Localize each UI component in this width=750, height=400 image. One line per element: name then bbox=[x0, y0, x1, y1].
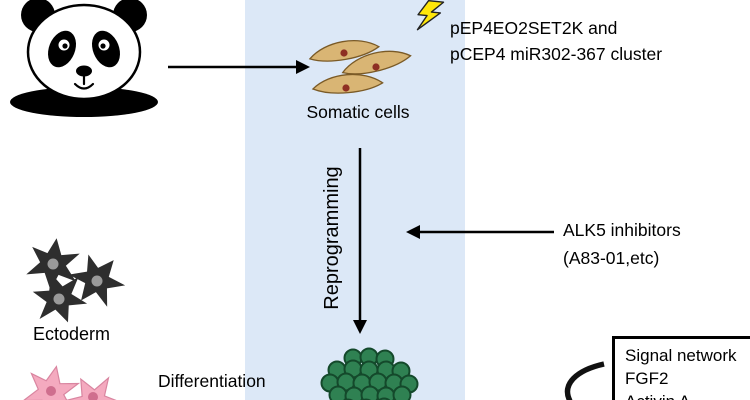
ipsc-colony-icon bbox=[320, 347, 419, 400]
alk5-label-line1: ALK5 inhibitors bbox=[563, 220, 681, 240]
differentiation-label: Differentiation bbox=[158, 371, 266, 391]
curved-arrow-fragment bbox=[564, 361, 605, 400]
somatic-cells-icon bbox=[307, 34, 413, 97]
signal-network-box: Signal network FGF2 Activin A bbox=[612, 336, 750, 400]
arrow-panda-to-cells bbox=[168, 60, 310, 74]
somatic-cells-label: Somatic cells bbox=[306, 102, 410, 122]
arrow-alk5-inhibitors bbox=[406, 225, 554, 239]
signal-box-item-activin: Activin A bbox=[625, 390, 750, 400]
alk5-label-line2: (A83-01,etc) bbox=[563, 248, 660, 268]
reprogramming-label: Reprogramming bbox=[321, 166, 343, 310]
ectoderm-label: Ectoderm bbox=[33, 324, 111, 344]
plasmid-label-line2: pCEP4 miR302-367 cluster bbox=[450, 44, 663, 64]
pink-cells-icon bbox=[20, 360, 128, 400]
signal-box-title: Signal network bbox=[625, 346, 737, 365]
signal-box-item-fgf2: FGF2 bbox=[625, 369, 669, 388]
lightning-bolt-icon bbox=[416, 0, 445, 31]
plasmid-label-line1: pEP4EO2SET2K and bbox=[450, 18, 618, 38]
arrow-reprogramming-down bbox=[353, 148, 367, 334]
panda-icon bbox=[10, 0, 158, 117]
ectoderm-cells-icon bbox=[24, 234, 133, 331]
